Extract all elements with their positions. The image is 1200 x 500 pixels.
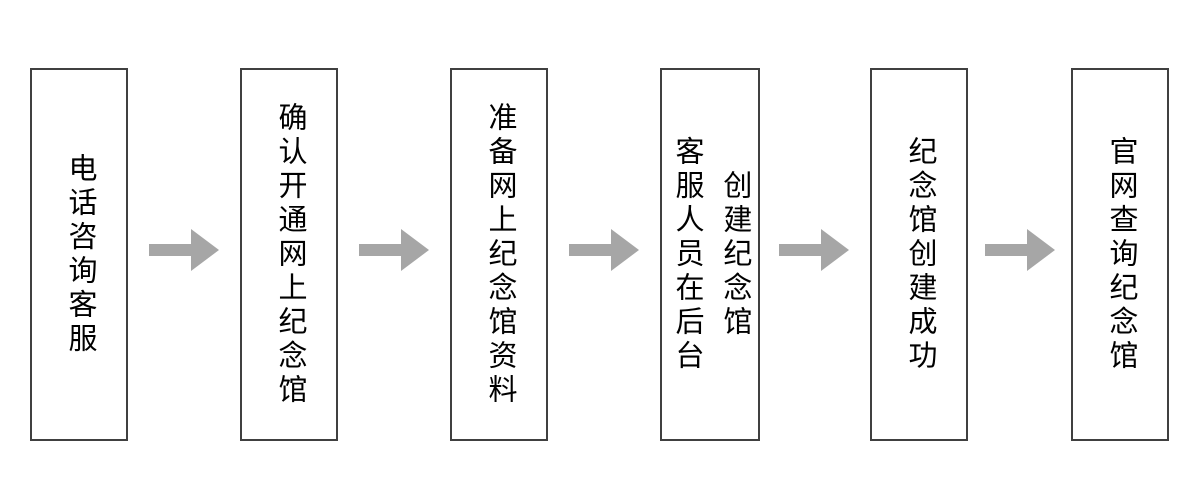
arrow-right-icon — [779, 229, 849, 271]
flow-step-5: 纪念馆创建成功 — [870, 68, 968, 441]
flow-step-3-label: 准备网上纪念馆资料 — [483, 101, 516, 408]
arrow-right-icon — [985, 229, 1055, 271]
flow-step-2: 确认开通网上纪念馆 — [240, 68, 338, 441]
flow-step-5-label: 纪念馆创建成功 — [903, 135, 936, 374]
flow-step-4-label-column-2: 创建纪念馆 — [718, 169, 751, 340]
flow-step-1-label: 电话咨询客服 — [63, 152, 96, 357]
flow-step-6-label: 官网查询纪念馆 — [1104, 135, 1137, 374]
flow-step-6: 官网查询纪念馆 — [1071, 68, 1169, 441]
arrow-right-icon — [149, 229, 219, 271]
flow-step-4: 客服人员在后台 创建纪念馆 — [660, 68, 760, 441]
flow-step-4-label-column-1: 客服人员在后台 — [671, 135, 703, 374]
arrow-right-icon — [569, 229, 639, 271]
flow-step-2-label: 确认开通网上纪念馆 — [273, 101, 306, 408]
arrow-right-icon — [359, 229, 429, 271]
flow-step-3: 准备网上纪念馆资料 — [450, 68, 548, 441]
flow-step-1: 电话咨询客服 — [30, 68, 128, 441]
